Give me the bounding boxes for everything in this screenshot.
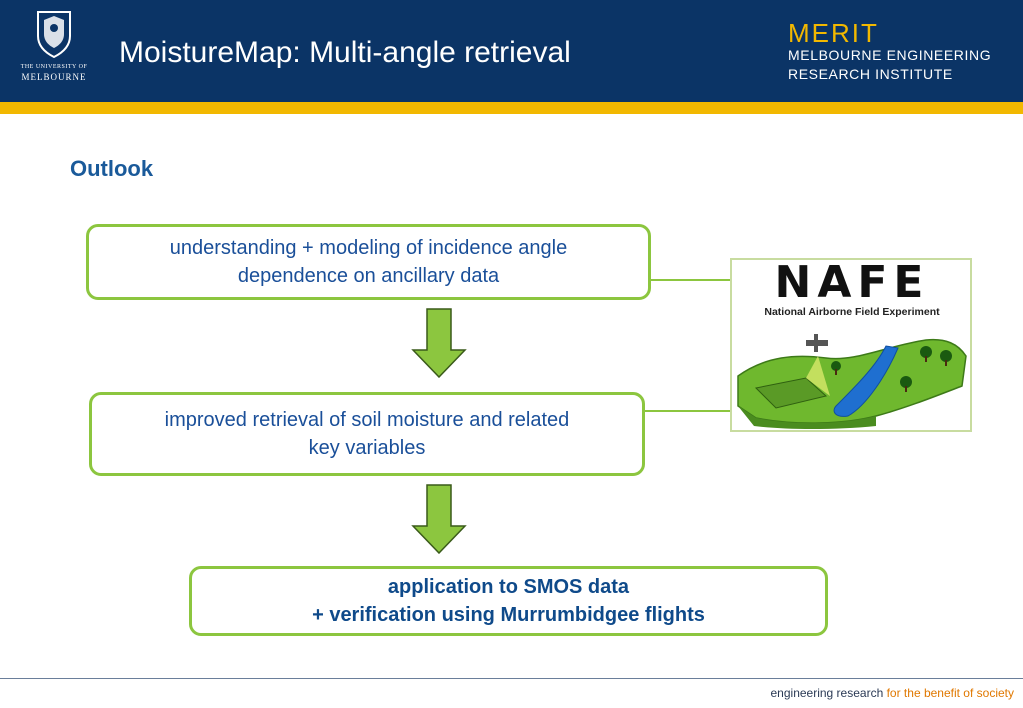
university-wordmark: THE UNIVERSITY OF MELBOURNE — [16, 64, 92, 82]
crest-icon — [37, 11, 71, 58]
flow-step-1-line1: understanding + modeling of incidence an… — [169, 237, 568, 259]
connector-line-1 — [651, 279, 731, 281]
merit-name: MERIT — [788, 18, 879, 48]
footer-text: engineering research — [770, 686, 884, 700]
footer-accent-text: for the benefit of society — [886, 686, 1014, 700]
flow-step-1: understanding + modeling of incidence an… — [86, 224, 651, 300]
footer-divider — [0, 678, 1023, 679]
flow-step-3: application to SMOS data + verification … — [189, 566, 828, 636]
connector-line-2 — [645, 410, 731, 412]
flow-step-3-line2: + verification using Murrumbidgee flight… — [312, 604, 705, 626]
down-arrow-icon — [411, 308, 467, 378]
header-accent-bar — [0, 102, 1023, 114]
landscape-illustration-icon — [737, 334, 967, 429]
flow-step-2: improved retrieval of soil moisture and … — [89, 392, 645, 476]
header-banner: THE UNIVERSITY OF MELBOURNE MoistureMap:… — [0, 0, 1023, 102]
flow-step-2-line2: key variables — [308, 437, 426, 459]
flow-step-2-line1: improved retrieval of soil moisture and … — [164, 409, 570, 431]
footer-tagline: engineering research for the benefit of … — [771, 686, 1015, 700]
nafe-wordmark: NAFE — [774, 257, 930, 308]
university-logo: THE UNIVERSITY OF MELBOURNE — [16, 10, 92, 92]
merit-line2: RESEARCH INSTITUTE — [788, 66, 953, 82]
flow-step-1-line2: dependence on ancillary data — [237, 265, 500, 287]
section-title: Outlook — [70, 156, 154, 181]
flow-step-3-line1: application to SMOS data — [387, 576, 630, 598]
university-line2: MELBOURNE — [21, 72, 87, 82]
merit-line1: MELBOURNE ENGINEERING — [788, 47, 992, 63]
nafe-logo: NAFE National Airborne Field Experiment — [730, 258, 972, 432]
university-line1: THE UNIVERSITY OF — [20, 64, 88, 70]
down-arrow-icon — [411, 484, 467, 554]
nafe-subtitle: National Airborne Field Experiment — [764, 306, 940, 318]
merit-logo: MERIT MELBOURNE ENGINEERING RESEARCH INS… — [788, 20, 991, 84]
slide-title: MoistureMap: Multi-angle retrieval — [119, 36, 571, 69]
